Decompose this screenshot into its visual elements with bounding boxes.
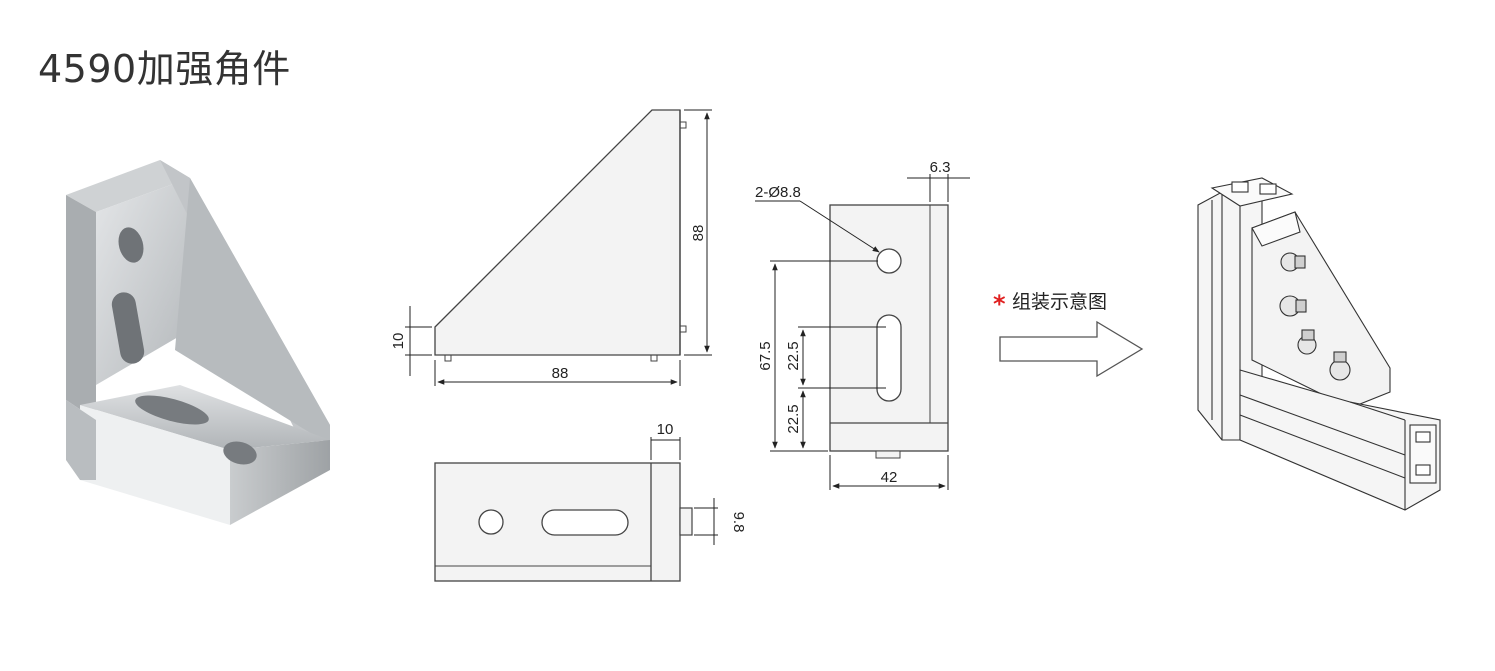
dim-88-bottom: 88 xyxy=(552,365,569,382)
dim-10-top: 10 xyxy=(657,421,674,438)
photo-slot-base xyxy=(135,395,209,425)
arrow-right-icon xyxy=(999,320,1144,378)
dim-6-3: 6.3 xyxy=(930,159,951,176)
hole-spec-label: 2-Ø8.8 xyxy=(755,184,801,201)
side-view-drawing: 88 10 88 xyxy=(390,109,712,386)
page-title: 4590加强角件 xyxy=(38,47,291,91)
bolt-icon xyxy=(1329,351,1351,381)
assembly-illustration xyxy=(1197,177,1441,511)
dim-9-8: 9.8 xyxy=(730,512,747,533)
bolt-icon xyxy=(1297,329,1317,355)
dim-10-left: 10 xyxy=(390,333,407,350)
top-view-drawing: 10 9.8 xyxy=(434,421,747,582)
photo-round-hole-base xyxy=(223,441,257,465)
dim-42: 42 xyxy=(881,469,898,486)
bolt-icon xyxy=(1280,252,1306,272)
assembly-star: * xyxy=(993,290,1006,318)
front-view-drawing: 2-Ø8.8 6.3 67.5 22.5 22.5 42 xyxy=(755,159,970,490)
dim-22-5-lower: 22.5 xyxy=(785,404,802,433)
assembly-callout: * 组装示意图 xyxy=(993,290,1144,378)
dim-88-vertical: 88 xyxy=(690,225,707,242)
dim-22-5-upper: 22.5 xyxy=(785,341,802,370)
assembly-label: 组装示意图 xyxy=(1012,291,1107,313)
dim-67-5: 67.5 xyxy=(757,341,774,370)
photo-slot-vertical xyxy=(111,292,145,364)
bolt-icon xyxy=(1279,295,1307,317)
photo-round-hole xyxy=(118,227,144,263)
bracket-photo xyxy=(66,160,330,525)
